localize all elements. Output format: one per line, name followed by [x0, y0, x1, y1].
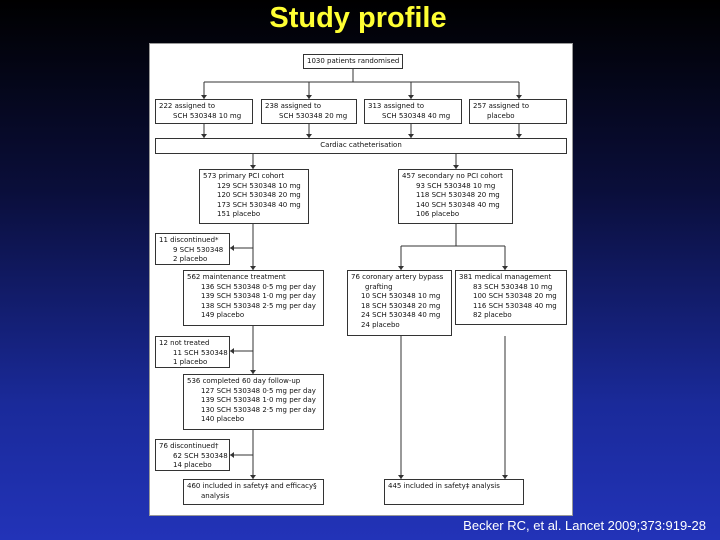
discontinued-box-1: 11 discontinued* 9 SCH 530348 2 placebo: [155, 233, 230, 265]
randomised-text: 1030 patients randomised: [307, 57, 400, 65]
discontinued-header: 76 discontinued†: [159, 442, 219, 450]
secondary-no-pci-box: 457 secondary no PCI cohort 93 SCH 53034…: [398, 169, 513, 224]
medical-line: 100 SCH 530348 20 mg: [473, 292, 557, 301]
secondary-no-pci-line: 106 placebo: [416, 210, 460, 219]
completed-line: 140 placebo: [201, 415, 245, 424]
discontinued-header: 11 discontinued*: [159, 236, 219, 244]
maintenance-box: 562 maintenance treatment 136 SCH 530348…: [183, 270, 324, 326]
maintenance-line: 139 SCH 530348 1·0 mg per day: [201, 292, 316, 301]
primary-pci-box: 573 primary PCI cohort 129 SCH 530348 10…: [199, 169, 309, 224]
arm-treatment: SCH 530348 20 mg: [279, 111, 348, 120]
medical-management-box: 381 medical management 83 SCH 530348 10 …: [455, 270, 567, 325]
arm-count: 222 assigned to: [159, 102, 215, 110]
included-right-line: 445 included in safety‡ analysis: [388, 482, 500, 490]
randomised-box: 1030 patients randomised: [303, 54, 403, 69]
secondary-no-pci-line: 118 SCH 530348 20 mg: [416, 191, 500, 200]
arm-treatment: SCH 530348 40 mg: [382, 111, 451, 120]
connector-lines: [203, 69, 520, 479]
cabg-header: 76 coronary artery bypass: [351, 273, 444, 281]
not-treated-box: 12 not treated 11 SCH 530348 1 placebo: [155, 336, 230, 368]
discontinued-box-2: 76 discontinued† 62 SCH 530348 14 placeb…: [155, 439, 230, 471]
arm-count: 313 assigned to: [368, 102, 424, 110]
slide-title: Study profile: [269, 2, 447, 34]
completed-box: 536 completed 60 day follow-up 127 SCH 5…: [183, 374, 324, 430]
arm-box-20mg: 238 assigned to SCH 530348 20 mg: [261, 99, 357, 124]
primary-pci-header: 573 primary PCI cohort: [203, 172, 285, 180]
citation: Becker RC, et al. Lancet 2009;373:919-28: [463, 518, 706, 533]
medical-line: 116 SCH 530348 40 mg: [473, 301, 557, 310]
arm-count: 238 assigned to: [265, 102, 321, 110]
completed-header: 536 completed 60 day follow-up: [187, 377, 301, 385]
primary-pci-line: 120 SCH 530348 20 mg: [217, 191, 301, 200]
catheterisation-text: Cardiac catheterisation: [320, 141, 402, 149]
arm-box-40mg: 313 assigned to SCH 530348 40 mg: [364, 99, 462, 124]
secondary-no-pci-line: 140 SCH 530348 40 mg: [416, 200, 500, 209]
cabg-line: 24 placebo: [361, 320, 400, 329]
connector-arrowheads: [201, 95, 522, 479]
cabg-header-continued: grafting: [365, 282, 393, 291]
not-treated-header: 12 not treated: [159, 339, 210, 347]
cabg-line: 10 SCH 530348 10 mg: [361, 292, 441, 301]
arm-treatment: SCH 530348 10 mg: [173, 111, 242, 120]
discontinued-line: 14 placebo: [173, 461, 212, 470]
cabg-line: 18 SCH 530348 20 mg: [361, 301, 441, 310]
discontinued-line: 9 SCH 530348: [173, 245, 224, 254]
arm-count: 257 assigned to: [473, 102, 529, 110]
included-left-line: analysis: [201, 491, 230, 500]
not-treated-line: 1 placebo: [173, 358, 208, 367]
cabg-line: 24 SCH 530348 40 mg: [361, 311, 441, 320]
discontinued-line: 62 SCH 530348: [173, 451, 228, 460]
not-treated-line: 11 SCH 530348: [173, 348, 228, 357]
flowchart-connectors: [201, 69, 522, 479]
arm-box-10mg: 222 assigned to SCH 530348 10 mg: [155, 99, 253, 124]
maintenance-line: 136 SCH 530348 0·5 mg per day: [201, 282, 316, 291]
catheterisation-box: Cardiac catheterisation: [155, 138, 567, 154]
maintenance-line: 149 placebo: [201, 311, 245, 320]
maintenance-line: 138 SCH 530348 2·5 mg per day: [201, 301, 316, 310]
primary-pci-line: 151 placebo: [217, 210, 261, 219]
included-safety-efficacy-box: 460 included in safety‡ and efficacy§ an…: [183, 479, 324, 505]
completed-line: 127 SCH 530348 0·5 mg per day: [201, 386, 316, 395]
completed-line: 139 SCH 530348 1·0 mg per day: [201, 396, 316, 405]
included-safety-box: 445 included in safety‡ analysis: [384, 479, 524, 505]
included-left-line: 460 included in safety‡ and efficacy§: [187, 482, 317, 490]
medical-header: 381 medical management: [459, 273, 552, 281]
primary-pci-line: 173 SCH 530348 40 mg: [217, 200, 301, 209]
medical-line: 83 SCH 530348 10 mg: [473, 282, 553, 291]
medical-line: 82 placebo: [473, 311, 512, 320]
secondary-no-pci-header: 457 secondary no PCI cohort: [402, 172, 503, 180]
completed-line: 130 SCH 530348 2·5 mg per day: [201, 405, 316, 414]
arm-box-placebo: 257 assigned to placebo: [469, 99, 567, 124]
maintenance-header: 562 maintenance treatment: [187, 273, 286, 281]
secondary-no-pci-line: 93 SCH 530348 10 mg: [416, 181, 496, 190]
discontinued-line: 2 placebo: [173, 255, 208, 264]
arm-treatment: placebo: [487, 111, 515, 120]
cabg-box: 76 coronary artery bypass grafting 10 SC…: [347, 270, 452, 336]
primary-pci-line: 129 SCH 530348 10 mg: [217, 181, 301, 190]
flowchart-panel: 1030 patients randomised 222 assigned to…: [149, 43, 573, 516]
